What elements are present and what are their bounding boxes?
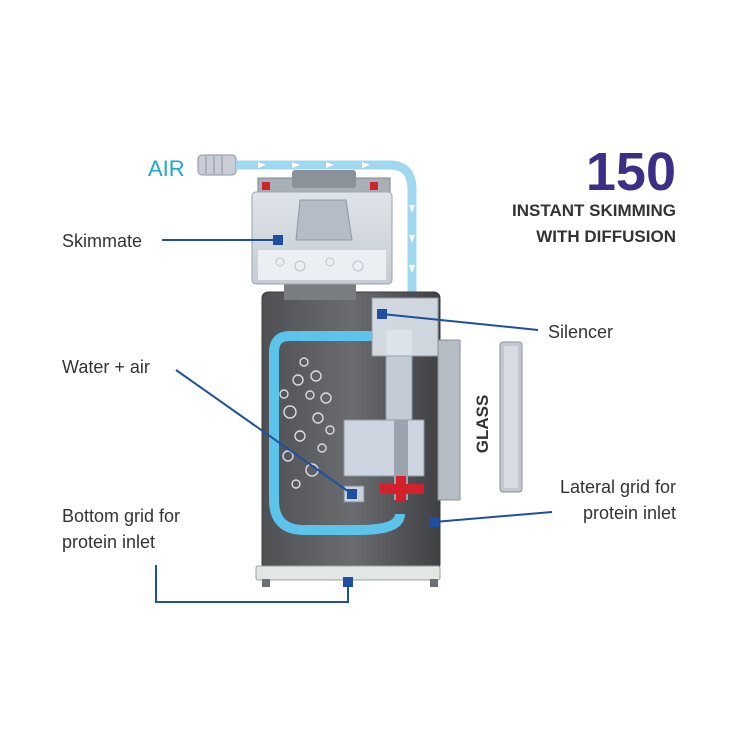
title-line-2: WITH DIFFUSION (536, 227, 676, 246)
leader-lines (155, 235, 553, 603)
bottom-grid-label-2: protein inlet (62, 532, 155, 552)
air-bubbles (279, 357, 335, 489)
water-air-label: Water + air (62, 357, 150, 377)
glass-panel (499, 341, 523, 493)
lateral-grid-label-2: protein inlet (583, 503, 676, 523)
air-tube (236, 160, 417, 310)
air-label: AIR (148, 156, 185, 181)
model-number: 150 (586, 142, 676, 202)
title-line-1: INSTANT SKIMMING (512, 201, 676, 220)
skimmate-label: Skimmate (62, 231, 142, 251)
glass-label: GLASS (473, 395, 492, 454)
water-air-flow (269, 331, 405, 535)
skimmate-cup (251, 170, 393, 285)
silencer-label: Silencer (548, 322, 613, 342)
air-flow-arrows (258, 162, 415, 273)
skimmer-body (255, 280, 441, 587)
silencer-box (371, 297, 439, 357)
bottom-grid-label-1: Bottom grid for (62, 506, 180, 526)
air-fitting (197, 154, 237, 176)
lateral-grid-label-1: Lateral grid for (560, 477, 676, 497)
glass-mount (437, 339, 461, 501)
